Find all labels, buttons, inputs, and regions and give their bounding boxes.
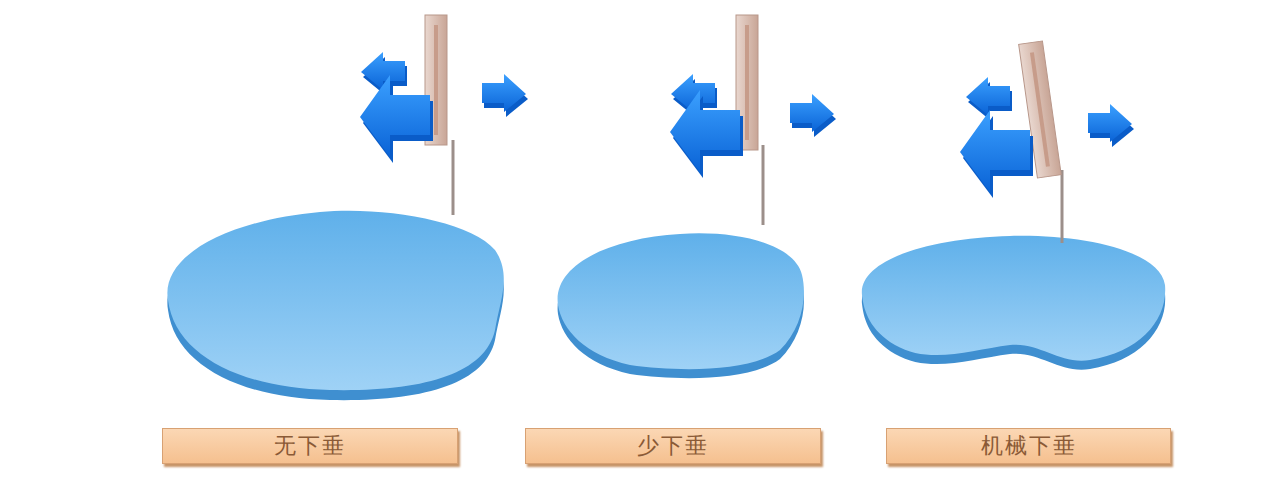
label-box: 少下垂 bbox=[525, 428, 821, 464]
scene-2 bbox=[558, 15, 836, 378]
label-text: 无下垂 bbox=[274, 431, 346, 461]
label-box: 机械下垂 bbox=[886, 428, 1171, 464]
scene-3 bbox=[862, 41, 1165, 370]
label-box: 无下垂 bbox=[162, 428, 458, 464]
label-text: 少下垂 bbox=[637, 431, 709, 461]
label-text: 机械下垂 bbox=[981, 431, 1077, 461]
scene-1 bbox=[167, 15, 528, 400]
